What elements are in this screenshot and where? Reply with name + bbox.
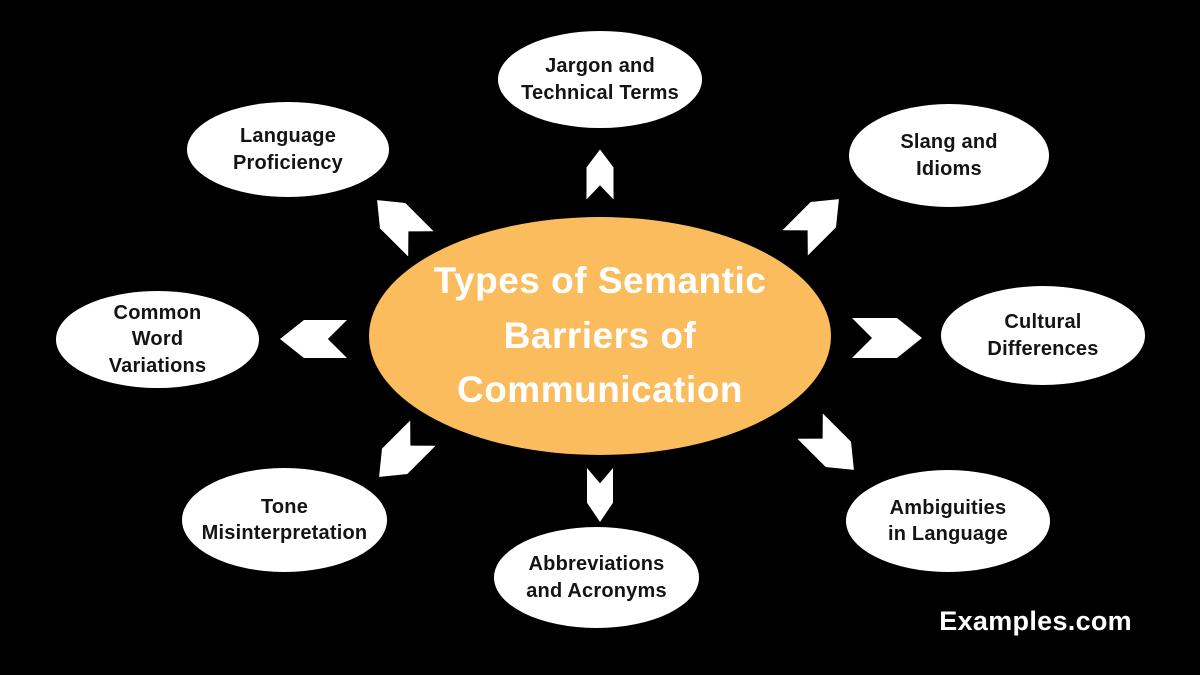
arrow-down-right-icon bbox=[797, 413, 866, 482]
node-label: Abbreviations and Acronyms bbox=[526, 553, 667, 602]
node-language-proficiency: Language Proficiency bbox=[187, 102, 389, 197]
node-label: Tone Misinterpretation bbox=[201, 495, 368, 544]
arrow-down-icon bbox=[587, 468, 613, 522]
node-abbreviations-acronyms: Abbreviations and Acronyms bbox=[494, 527, 699, 628]
node-label: Common Word Variations bbox=[108, 301, 207, 377]
arrow-up-left-icon bbox=[364, 187, 434, 257]
arrow-up-icon bbox=[586, 149, 614, 200]
node-label: Ambiguities in Language bbox=[888, 496, 1008, 545]
node-common-word-variations: Common Word Variations bbox=[56, 291, 259, 388]
watermark-examples-com: Examples.com bbox=[939, 606, 1132, 636]
center-topic-ellipse: Types of Semantic Barriers of Communicat… bbox=[369, 217, 831, 455]
node-slang-idioms: Slang and Idioms bbox=[849, 104, 1049, 207]
node-label: Cultural Differences bbox=[987, 311, 1099, 360]
node-tone-misinterpretation: Tone Misinterpretation bbox=[182, 468, 387, 572]
arrow-right-icon bbox=[852, 318, 922, 358]
node-label: Language Proficiency bbox=[232, 125, 344, 174]
node-cultural-differences: Cultural Differences bbox=[941, 286, 1145, 385]
node-label: Jargon and Technical Terms bbox=[521, 55, 679, 104]
arrow-left-icon bbox=[280, 320, 347, 358]
node-label: Slang and Idioms bbox=[900, 131, 998, 180]
arrow-up-right-icon bbox=[782, 186, 851, 256]
node-jargon-technical-terms: Jargon and Technical Terms bbox=[498, 31, 702, 128]
diagram-title: Types of Semantic Barriers of Communicat… bbox=[433, 259, 767, 411]
arrow-down-left-icon bbox=[366, 420, 436, 489]
node-ambiguities-in-language: Ambiguities in Language bbox=[846, 470, 1050, 572]
